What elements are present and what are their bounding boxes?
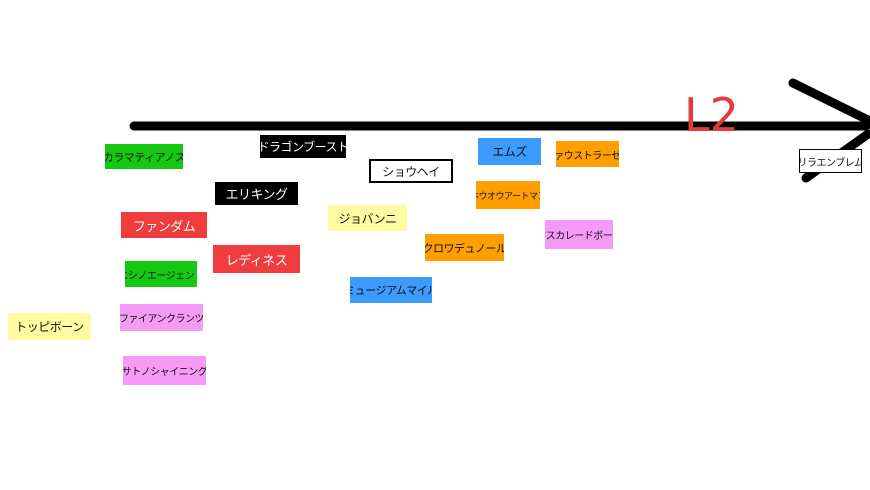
label-eriking: エリキング (215, 182, 298, 205)
label-karamatianos: カラマティアノス (105, 144, 183, 169)
label-redeenes: レディネス (213, 245, 300, 273)
label-hoou-artman: ホウオウアートマン (476, 181, 540, 209)
label-fire-anklanz: ファイアンクランツ (120, 304, 203, 331)
arrow-head-upper (788, 78, 870, 125)
label-satono-shining: サトノシャイニング (123, 356, 206, 385)
label-giovanni: ジョバンニ (328, 205, 407, 231)
label-emuzu: エムズ (478, 138, 541, 165)
label-croix-du-nord: クロワデュノール (425, 234, 504, 261)
label-shohei: ショウヘイ (369, 159, 453, 183)
label-masquerade-ball: マスカレードボール (545, 220, 613, 249)
label-nishino-agent: ニシノエージェント (125, 261, 197, 287)
label-dragon-boost: ドラゴンブースト (260, 135, 346, 158)
label-lilaean-plum: リラエンブレム (799, 149, 862, 173)
label-fandam: ファンダム (121, 212, 207, 238)
label-faust-rasen: ファウストラーゼン (556, 141, 619, 167)
axis-label-l2: L2 (684, 88, 739, 142)
label-toppy-bone: トッピボーン (8, 313, 91, 340)
label-museum-mile: ミュージアムマイル (350, 277, 432, 303)
